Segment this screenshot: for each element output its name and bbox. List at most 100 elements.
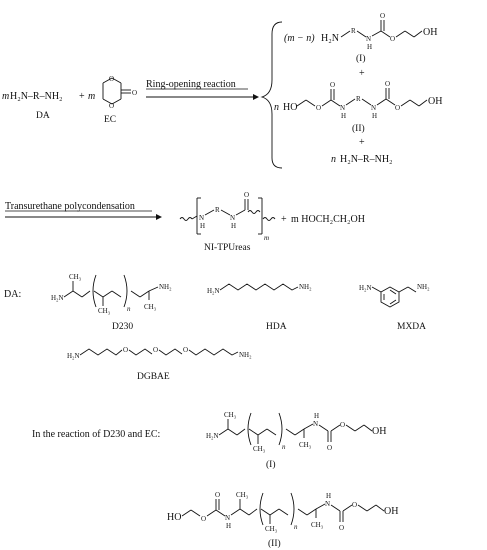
polymer-n-right: N	[230, 214, 235, 222]
product-i-oh: OH	[423, 27, 437, 38]
product-ii-ester-o-left: O	[316, 104, 321, 112]
polymer-carbonyl-o: O	[244, 191, 249, 199]
product-i-r: R	[351, 27, 356, 35]
d230-product-ii-structure: HO O O N H CH₃ CH₃ n	[167, 491, 398, 533]
polycondensation-plus: +	[281, 214, 287, 225]
d230-structure: H₂N CH₃ CH₃ n CH₃ NH₂	[51, 273, 172, 315]
reactants: m H₂N–R–NH₂ + m DA O O O EC	[2, 75, 137, 125]
d230-subscript-n: n	[127, 305, 131, 313]
d230-pii-ester-o-left: O	[201, 515, 206, 523]
mxda-structure: H₂N NH₂	[359, 283, 430, 308]
diamine-list: DA: H₂N CH₃ CH₃ n CH₃ NH₂ D230	[4, 273, 430, 382]
dgbae-nh2: NH₂	[239, 351, 252, 359]
reactant-coef-m: m	[2, 91, 9, 102]
plus-between-products-1: +	[359, 68, 365, 79]
product-ii-n-right: N	[371, 104, 376, 112]
d230-ch3-mid: CH₃	[98, 307, 111, 315]
product-i-ester-o: O	[390, 35, 395, 43]
product-ii-ester-o-right: O	[395, 104, 400, 112]
d230-pi-n: N	[313, 420, 318, 428]
product-i-carbonyl-o: O	[380, 12, 385, 20]
product-i-n: N	[366, 35, 371, 43]
d230-pi-ch3-mid: CH₃	[253, 445, 266, 453]
d230-ch3-right: CH₃	[144, 303, 157, 311]
d230-pii-n-left: N	[225, 514, 230, 522]
d230-pi-h: H	[314, 412, 319, 420]
product-i-label: (I)	[356, 53, 366, 64]
ethylene-carbonate-structure: O O O	[102, 75, 137, 110]
polymer-subscript-m: m	[264, 234, 269, 242]
dgbae-o2: O	[153, 346, 158, 354]
product-ii: n HO O O N H R N H O O OH (II)	[274, 80, 442, 134]
product-ii-carbonyl-o-right: O	[385, 80, 390, 88]
hda-h2n: H₂N	[207, 287, 220, 295]
dgbae-h2n: H₂N	[67, 352, 80, 360]
product-ii-coef: n	[274, 102, 279, 113]
product-ii-label: (II)	[352, 123, 365, 134]
d230-pii-ch3-right: CH₃	[311, 521, 324, 529]
d230-pii-oh: OH	[384, 506, 398, 517]
plus-between-products-2: +	[359, 137, 365, 148]
dgbae-o1: O	[123, 346, 128, 354]
polymer-label: NI-TPUreas	[204, 243, 251, 253]
residual-diamine: n H₂N–R–NH₂	[331, 154, 393, 165]
plus-sign: +	[79, 91, 85, 102]
d230-pii-ho: HO	[167, 512, 181, 523]
residual-diamine-coef: n	[331, 154, 336, 165]
dgbae-structure: H₂N O O O NH₂	[67, 346, 252, 360]
d230-product-ii-label: (II)	[268, 538, 281, 549]
mxda-label: MXDA	[397, 322, 426, 332]
product-brace	[260, 21, 283, 169]
polycondensation-step: Transurethane polycondensation N H R N H…	[5, 191, 365, 253]
da-label: DA	[36, 111, 50, 121]
product-ii-ho: HO	[283, 102, 297, 113]
polymer-h-right: H	[231, 222, 236, 230]
d230-ec-heading: In the reaction of D230 and EC:	[32, 429, 160, 440]
d230-ch3-left: CH₃	[69, 273, 82, 281]
d230-pii-carbonyl-o-left: O	[215, 491, 220, 499]
dgbae-label: DGBAE	[137, 372, 170, 382]
d230-pi-oh: OH	[372, 426, 386, 437]
polycondensation-arrow-head	[156, 214, 162, 220]
mxda-h2n: H₂N	[359, 284, 372, 292]
d230-pii-n-right: N	[325, 500, 330, 508]
product-i-coef: (m − n)	[284, 33, 315, 44]
dgbae-o3: O	[183, 346, 188, 354]
d230-pi-ch3-left: CH₃	[224, 411, 237, 419]
d230-pi-h2n: H₂N	[206, 432, 219, 440]
product-ii-n-left: N	[340, 104, 345, 112]
residual-diamine-formula: H₂N–R–NH₂	[340, 154, 393, 165]
ring-opening-label: Ring-opening reaction	[146, 79, 236, 90]
product-ii-r: R	[356, 95, 361, 103]
d230-pii-ch3-mid: CH₃	[265, 525, 278, 533]
d230-pii-ch3-left: CH₃	[236, 491, 249, 499]
d230-pi-ch3-right: CH₃	[299, 441, 312, 449]
ec-coef-m: m	[88, 91, 95, 102]
d230-product-i-label: (I)	[266, 459, 276, 470]
product-i-h2n: H₂N	[321, 33, 339, 44]
polymer-h-left: H	[200, 222, 205, 230]
product-i: (m − n) H₂N R N H O O OH (I)	[284, 12, 437, 64]
arrow-head	[253, 94, 259, 100]
hda-label: HDA	[266, 322, 287, 332]
d230-pii-carbonyl-o-right: O	[339, 524, 344, 532]
d230-nh2: NH₂	[159, 283, 172, 291]
mxda-nh2: NH₂	[417, 283, 430, 291]
d230-pi-ester-o: O	[340, 421, 345, 429]
ring-oxygen-top: O	[109, 75, 114, 83]
polymer-n-left: N	[199, 214, 204, 222]
hda-nh2: NH₂	[299, 283, 312, 291]
product-ii-h-right: H	[372, 112, 377, 120]
polymer-r: R	[215, 206, 220, 214]
product-ii-oh: OH	[428, 96, 442, 107]
diamines-heading: DA:	[4, 289, 21, 300]
d230-ec-reaction: In the reaction of D230 and EC: H₂N CH₃ …	[32, 411, 398, 549]
d230-pii-h-left: H	[226, 522, 231, 530]
d230-pii-h-right: H	[326, 492, 331, 500]
product-ii-h-left: H	[341, 112, 346, 120]
ec-label: EC	[104, 115, 116, 125]
diamine-formula: H₂N–R–NH₂	[10, 91, 63, 102]
ring-oxygen-bottom: O	[109, 102, 114, 110]
d230-label: D230	[112, 322, 133, 332]
